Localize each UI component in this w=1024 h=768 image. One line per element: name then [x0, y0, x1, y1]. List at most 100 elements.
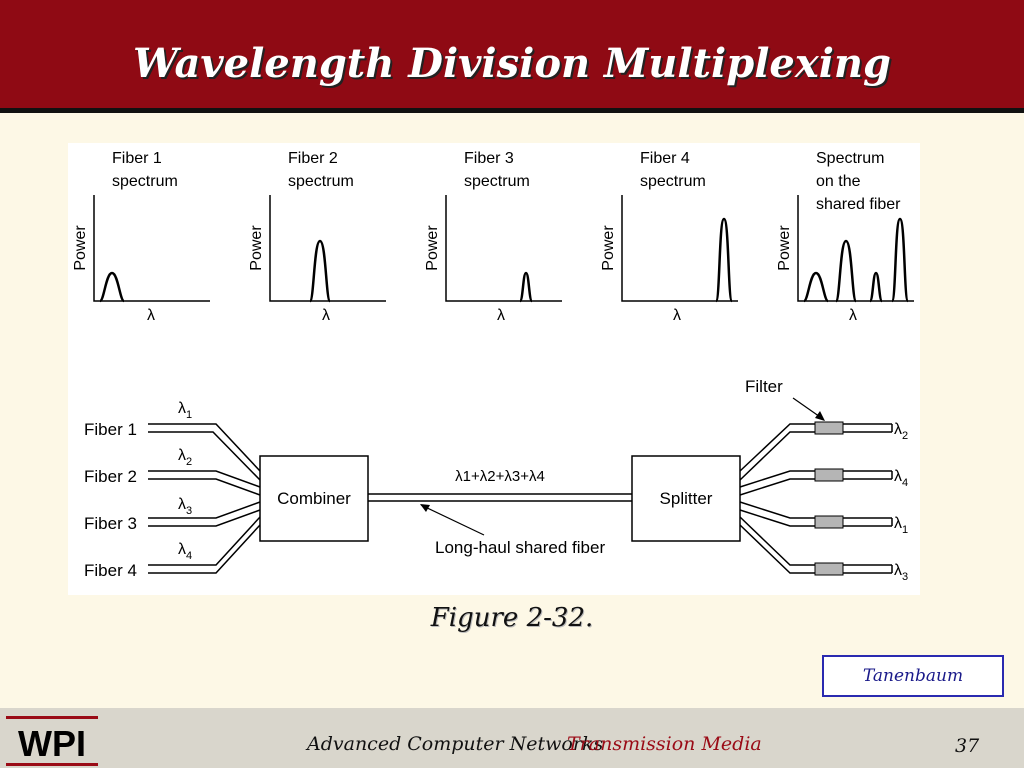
filter-block — [814, 421, 844, 435]
spectrum-panel-shared: Spectrum on the shared fiber Power λ — [776, 150, 914, 324]
author-credit-box: Tanenbaum — [822, 655, 1004, 697]
filter-block — [814, 515, 844, 529]
svg-text:λ4: λ4 — [178, 541, 192, 562]
spectrum-label: spectrum — [640, 173, 706, 190]
spectrum-label: Fiber 4 — [640, 150, 690, 167]
fiber-label: Fiber 1 — [84, 420, 137, 439]
fiber-label: Fiber 2 — [84, 467, 137, 486]
spectrum-label: spectrum — [464, 173, 530, 190]
combiner-box — [259, 455, 369, 542]
title-bar — [0, 0, 1024, 108]
fiber-label: Fiber 3 — [84, 514, 137, 533]
shared-fiber — [368, 493, 632, 502]
spectrum-label: Fiber 3 — [464, 150, 514, 167]
power-axis-label: Power — [424, 225, 441, 271]
slide-title: Wavelength Division Multiplexing — [133, 40, 891, 87]
wavelength-subscript: 4 — [186, 550, 192, 562]
wavelength-symbol: λ — [894, 515, 902, 532]
wpi-logo: WPI — [6, 716, 98, 766]
output-fibers — [739, 423, 893, 574]
spectrum-label: Fiber 1 — [112, 150, 162, 167]
spectrum-panel-4: Fiber 4 spectrum Power λ — [600, 150, 738, 324]
filter-label: Filter — [745, 377, 783, 396]
long-haul-label: Long-haul shared fiber — [435, 538, 605, 557]
output-wavelength-labels: λ2 λ4 λ1 λ3 — [894, 421, 908, 583]
spectrum-label: on the — [816, 173, 861, 190]
spectrum-axes — [621, 195, 738, 302]
spectrum-label: spectrum — [288, 173, 354, 190]
wavelength-peak — [868, 271, 884, 303]
filter-block — [814, 468, 844, 482]
wavelength-peak — [834, 239, 858, 303]
shared-wavelength-label: λ1+λ2+λ3+λ4 — [455, 468, 545, 485]
wavelength-subscript: 3 — [186, 505, 192, 517]
lambda-axis-label: λ — [497, 307, 505, 324]
wavelength-peak — [714, 217, 734, 303]
svg-text:λ3: λ3 — [894, 562, 908, 583]
lambda-axis-label: λ — [147, 307, 155, 324]
lambda-axis-label: λ — [673, 307, 681, 324]
wavelength-symbol: λ — [894, 562, 902, 579]
wavelength-subscript: 2 — [902, 430, 908, 442]
power-axis-label: Power — [776, 225, 793, 271]
spectrum-label: Spectrum — [816, 150, 884, 167]
logo-text: WPI — [18, 723, 86, 764]
wavelength-subscript: 3 — [902, 571, 908, 583]
lambda-axis-label: λ — [322, 307, 330, 324]
spectrum-panel-1: Fiber 1 spectrum Power λ — [72, 150, 210, 324]
spectrum-axes — [93, 195, 210, 302]
svg-text:λ2: λ2 — [178, 447, 192, 468]
input-fibers — [148, 423, 261, 574]
wavelength-symbol: λ — [894, 468, 902, 485]
wavelength-peak — [518, 271, 534, 303]
spectrum-label: shared fiber — [816, 196, 901, 213]
svg-text:λ2: λ2 — [894, 421, 908, 442]
spectrum-axes — [445, 195, 562, 302]
spectrum-axes — [797, 195, 914, 302]
arrowhead — [420, 504, 430, 512]
footer-bar: WPI Advanced Computer Networks Transmiss… — [0, 708, 1024, 768]
wavelength-subscript: 1 — [186, 409, 192, 421]
wavelength-peak — [802, 271, 830, 303]
wdm-diagram: Fiber 1 spectrum Power λ Fiber 2 spectru… — [72, 150, 914, 583]
splitter-label: Splitter — [660, 489, 713, 508]
spectrum-label: Fiber 2 — [288, 150, 338, 167]
svg-text:λ1: λ1 — [894, 515, 908, 536]
wavelength-peak — [890, 217, 910, 303]
course-title: Advanced Computer Networks — [307, 733, 604, 755]
wavelength-subscript: 2 — [186, 456, 192, 468]
wdm-figure: Fiber 1 spectrum Power λ Fiber 2 spectru… — [68, 143, 920, 595]
lambda-axis-label: λ — [849, 307, 857, 324]
wavelength-symbol: λ — [178, 496, 186, 513]
wavelength-symbol: λ — [894, 421, 902, 438]
power-axis-label: Power — [72, 225, 89, 271]
spectrum-panel-3: Fiber 3 spectrum Power λ — [424, 150, 562, 324]
wavelength-peak — [98, 271, 126, 303]
power-axis-label: Power — [600, 225, 617, 271]
splitter-box — [631, 455, 741, 542]
wavelength-peak — [308, 239, 332, 303]
combiner-label: Combiner — [277, 489, 351, 508]
spectrum-axes — [269, 195, 386, 302]
wavelength-symbol: λ — [178, 541, 186, 558]
wavelength-symbol: λ — [178, 400, 186, 417]
topic-title: Transmission Media — [567, 733, 762, 755]
power-axis-label: Power — [248, 225, 265, 271]
spectrum-panel-2: Fiber 2 spectrum Power λ — [248, 150, 386, 324]
long-haul-pointer — [420, 504, 485, 536]
svg-text:λ4: λ4 — [894, 468, 908, 489]
input-fiber-labels: Fiber 1 Fiber 2 Fiber 3 Fiber 4 — [84, 420, 137, 580]
svg-text:λ3: λ3 — [178, 496, 192, 517]
title-underline — [0, 108, 1024, 113]
arrowhead — [815, 411, 825, 421]
page-number: 37 — [955, 735, 980, 757]
filter-block — [814, 562, 844, 576]
spectrum-label: spectrum — [112, 173, 178, 190]
filters — [814, 421, 844, 576]
wavelength-symbol: λ — [178, 447, 186, 464]
wavelength-subscript: 1 — [902, 524, 908, 536]
input-wavelength-labels: λ1 λ2 λ3 λ4 — [178, 400, 192, 562]
svg-text:λ1: λ1 — [178, 400, 192, 421]
wavelength-subscript: 4 — [902, 477, 908, 489]
figure-caption: Figure 2-32. — [430, 603, 594, 633]
